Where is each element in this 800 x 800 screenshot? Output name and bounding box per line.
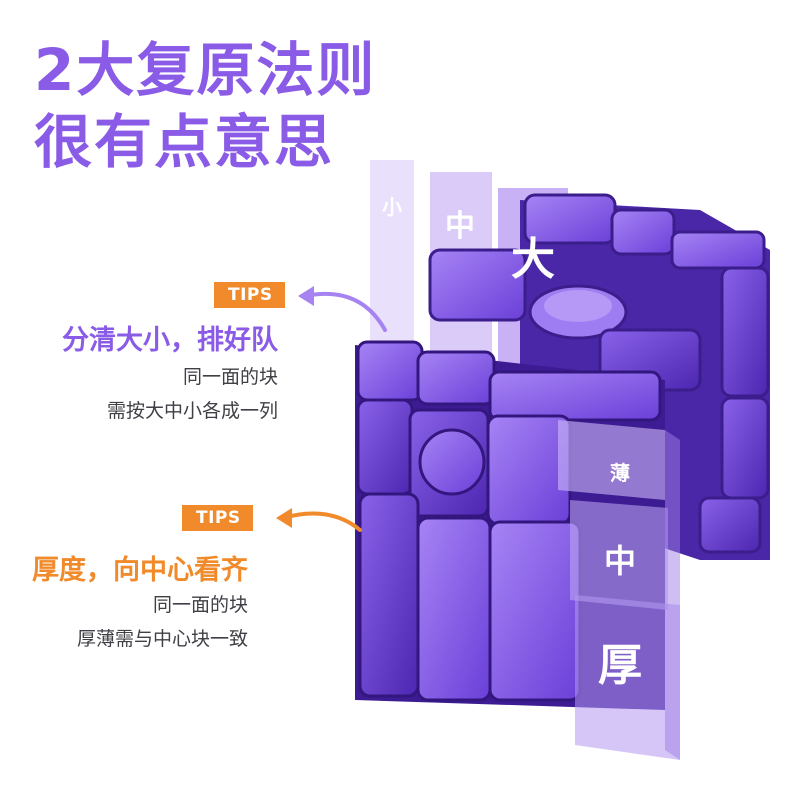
tip1-title: 分清大小，排好队 [62, 325, 278, 356]
front-piece-r3c2 [416, 516, 492, 702]
front-piece-r1c1 [356, 340, 424, 402]
tip1-line-1: 同一面的块 [182, 366, 278, 388]
thickness-sheets [558, 420, 680, 760]
front-piece-r1c3 [488, 370, 662, 422]
tip2-line-1: 同一面的块 [152, 594, 248, 616]
headline-line-1: 2大复原法则 [34, 36, 377, 104]
label-thin: 薄 [610, 461, 630, 485]
arrow-to-back-cube [303, 291, 387, 332]
headline-line-2: 很有点意思 [34, 108, 335, 176]
back-piece-right-3 [698, 496, 762, 554]
back-piece-right-1 [720, 266, 770, 398]
sheet-thin [558, 420, 665, 500]
front-piece-r2c1 [356, 398, 414, 496]
back-piece-top-right [670, 230, 766, 270]
front-piece-r3c3 [488, 520, 582, 702]
label-thick: 厚 [598, 640, 642, 691]
label-medium: 中 [445, 209, 475, 244]
label-medium-thickness: 中 [604, 542, 636, 580]
back-piece-right-2 [720, 396, 770, 500]
label-small: 小 [382, 195, 402, 219]
front-piece-r3c1 [358, 492, 420, 698]
tip2-line-2: 厚薄需与中心块一致 [76, 628, 248, 650]
front-center-disc [418, 428, 486, 496]
tip1-line-2: 需按大中小各成一列 [106, 400, 278, 422]
sheet-medium-thickness [570, 500, 668, 610]
tip2-title: 厚度，向中心看齐 [32, 555, 248, 586]
tips-badge-1: TIPS [214, 282, 285, 308]
back-piece-top-mid [610, 208, 676, 256]
headline: 2大复原法则 很有点意思 [34, 34, 376, 178]
label-large: 大 [511, 234, 555, 285]
arrow-to-front-cube [281, 511, 362, 532]
front-piece-r1c2 [416, 350, 496, 406]
front-piece-r2c3 [486, 414, 572, 526]
sheet-thick [575, 595, 680, 760]
tips-badge-2: TIPS [182, 505, 253, 531]
